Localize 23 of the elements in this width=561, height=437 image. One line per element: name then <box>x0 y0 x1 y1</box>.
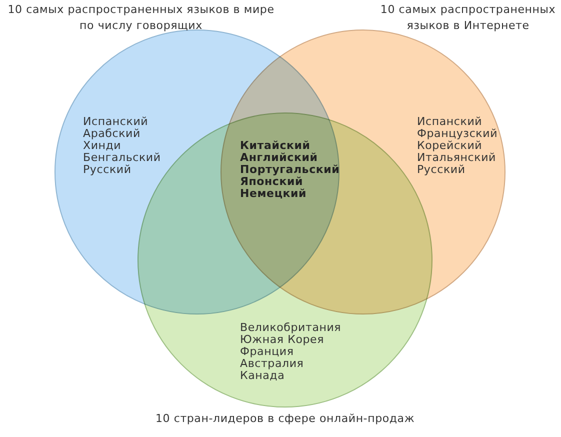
list-item: Итальянский <box>417 152 496 164</box>
intersection-item: Английский <box>240 152 318 164</box>
list-item: Русский <box>83 164 132 176</box>
list-item: Испанский <box>83 116 148 128</box>
list-item: Арабский <box>83 128 140 140</box>
list-item: Бенгальский <box>83 152 161 164</box>
list-item: Французский <box>417 128 498 140</box>
list-item: Южная Корея <box>240 334 324 346</box>
list-item: Великобритания <box>240 322 342 334</box>
list-item: Испанский <box>417 116 482 128</box>
intersection-item: Китайский <box>240 140 310 152</box>
list-item: Русский <box>417 164 466 176</box>
list-item: Франция <box>240 346 294 358</box>
list-item: Канада <box>240 370 285 382</box>
circle-heading: 10 стран-лидеров в сфере онлайн-продаж <box>154 411 416 427</box>
intersection-item: Немецкий <box>240 188 307 200</box>
list-item: Корейский <box>417 140 482 152</box>
list-item: Хинди <box>83 140 122 152</box>
circle-heading: 10 самых распространенных языков в Интернете <box>379 2 557 34</box>
circle-heading: 10 самых распространенных языков в мире по числу говорящих <box>6 2 276 34</box>
list-item: Австралия <box>240 358 304 370</box>
intersection-item: Японский <box>240 176 304 188</box>
intersection-item: Португальский <box>240 164 340 176</box>
